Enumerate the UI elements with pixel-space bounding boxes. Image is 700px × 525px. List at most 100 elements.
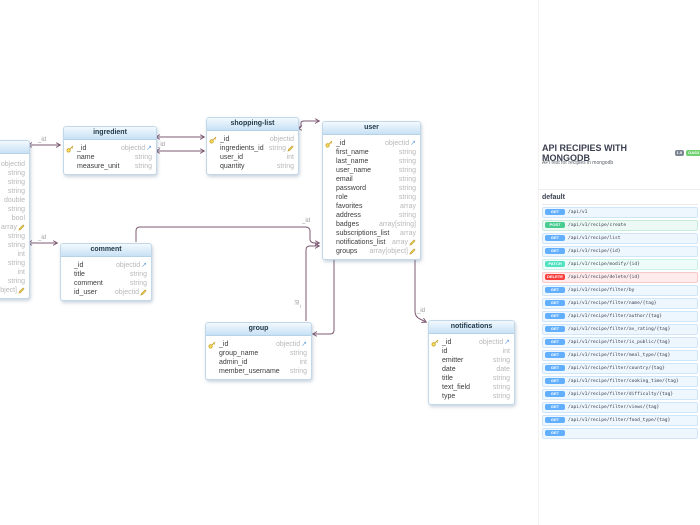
- field-type: array: [400, 203, 416, 210]
- field-type: string: [492, 384, 510, 391]
- field-type: objectid↗: [115, 262, 147, 269]
- endpoint-row[interactable]: GET/api/v1/recipe/filter/country/{tag}: [542, 363, 698, 374]
- field-type: string: [7, 170, 25, 177]
- pencil-icon: [409, 248, 416, 255]
- endpoint-row[interactable]: GET/api/v1/recipe/list: [542, 233, 698, 244]
- field-row: array: [0, 223, 29, 232]
- field-type: objectid: [115, 288, 147, 297]
- connector-label: _id: [38, 235, 47, 241]
- endpoint-path: /api/v1/recipe/list: [568, 235, 621, 241]
- api-version-badge: 1.0: [674, 150, 685, 156]
- endpoint-row[interactable]: GET: [542, 428, 698, 439]
- connector-label: _id: [38, 137, 47, 143]
- endpoint-row[interactable]: GET/api/v1/recipe/{id}: [542, 246, 698, 257]
- field-type: string: [129, 280, 147, 287]
- endpoint-row[interactable]: GET/api/v1/recipe/filter/author/{tag}: [542, 311, 698, 322]
- endpoint-path: /api/v1: [568, 209, 588, 215]
- field-type: string: [134, 163, 152, 170]
- field-name: measure_unit: [77, 163, 120, 170]
- endpoint-row[interactable]: GET/api/v1/recipe/filter/is_public/{tag}: [542, 337, 698, 348]
- method-badge: GET: [545, 391, 565, 398]
- endpoint-row[interactable]: GET/api/v1/recipe/filter/by: [542, 285, 698, 296]
- field-type: array: [1, 223, 25, 232]
- entity-title[interactable]: ingredient: [64, 127, 156, 140]
- entity-title[interactable]: user: [323, 122, 420, 135]
- method-badge: GET: [545, 365, 565, 372]
- field-type: string: [7, 179, 25, 186]
- link-arrow-icon: ↗: [141, 262, 147, 269]
- link-arrow-icon: ↗: [504, 339, 510, 346]
- endpoint-row[interactable]: GET/api/v1/recipe/filter/views/{tag}: [542, 402, 698, 413]
- endpoint-row[interactable]: GET/api/v1/recipe/filter/cooking_time/{t…: [542, 376, 698, 387]
- endpoint-path: /api/v1/recipe/filter/by: [568, 287, 635, 293]
- endpoint-row[interactable]: DELETE/api/v1/recipe/delete/{id}: [542, 272, 698, 283]
- endpoint-row[interactable]: GET/api/v1/recipe/filter/meal_type/{tag}: [542, 350, 698, 361]
- field-row: string: [0, 169, 29, 178]
- endpoint-path: /api/v1/recipe/filter/food_type/{tag}: [568, 417, 671, 423]
- field-name: _id: [220, 136, 230, 143]
- field-row: _id objectid↗: [61, 261, 151, 270]
- pencil-icon: [18, 287, 25, 294]
- entity-title[interactable]: shopping-list: [207, 118, 298, 131]
- method-badge: PATCH: [545, 261, 565, 268]
- connector-label: _id: [417, 308, 426, 314]
- field-type: string: [7, 278, 25, 285]
- field-name: badges: [336, 221, 359, 228]
- oas-badge: OAS3: [686, 150, 700, 156]
- section-header-default[interactable]: default: [542, 194, 698, 205]
- field-type: string: [7, 233, 25, 240]
- field-type: string: [134, 154, 152, 161]
- primary-key-icon: [209, 136, 217, 144]
- pencil-icon: [287, 145, 294, 152]
- endpoint-path: /api/v1/recipe/filter/difficulty/{tag}: [568, 391, 674, 397]
- field-row: objectid: [0, 160, 29, 169]
- endpoint-row[interactable]: GET/api/v1/recipe/filter/av_rating/{tag}: [542, 324, 698, 335]
- method-badge: GET: [545, 209, 565, 216]
- field-type: array[string]: [379, 221, 416, 228]
- field-type: string: [289, 368, 307, 375]
- field-type: objectid↗: [275, 341, 307, 348]
- field-type: string: [492, 393, 510, 400]
- field-type: bool: [11, 215, 25, 222]
- primary-key-icon: [325, 140, 333, 148]
- field-type: string: [398, 212, 416, 219]
- entity-title[interactable]: comment: [61, 244, 151, 257]
- endpoint-row[interactable]: GET/api/v1/recipe/filter/name/{tag}: [542, 298, 698, 309]
- endpoint-row[interactable]: POST/api/v1/recipe/create: [542, 220, 698, 231]
- endpoint-row[interactable]: GET/api/v1/recipe/filter/food_type/{tag}: [542, 415, 698, 426]
- entity-title[interactable]: [0, 141, 29, 154]
- field-type: string: [492, 375, 510, 382]
- endpoint-row[interactable]: PATCH/api/v1/recipe/modify/{id}: [542, 259, 698, 270]
- endpoint-path: /api/v1/recipe/filter/cooking_time/{tag}: [568, 378, 679, 384]
- field-name: date: [442, 366, 456, 373]
- field-name: _id: [74, 262, 84, 269]
- entity-title[interactable]: group: [206, 323, 311, 336]
- method-badge: GET: [545, 430, 565, 437]
- method-badge: GET: [545, 417, 565, 424]
- endpoint-row[interactable]: GET/api/v1: [542, 207, 698, 218]
- entity-title[interactable]: notifications: [429, 321, 514, 334]
- field-type: int: [502, 348, 510, 355]
- primary-key-icon: [431, 339, 439, 347]
- api-title: API RECIPIES WITH MONGODB: [542, 143, 628, 163]
- endpoint-row[interactable]: GET/api/v1/recipe/filter/difficulty/{tag…: [542, 389, 698, 400]
